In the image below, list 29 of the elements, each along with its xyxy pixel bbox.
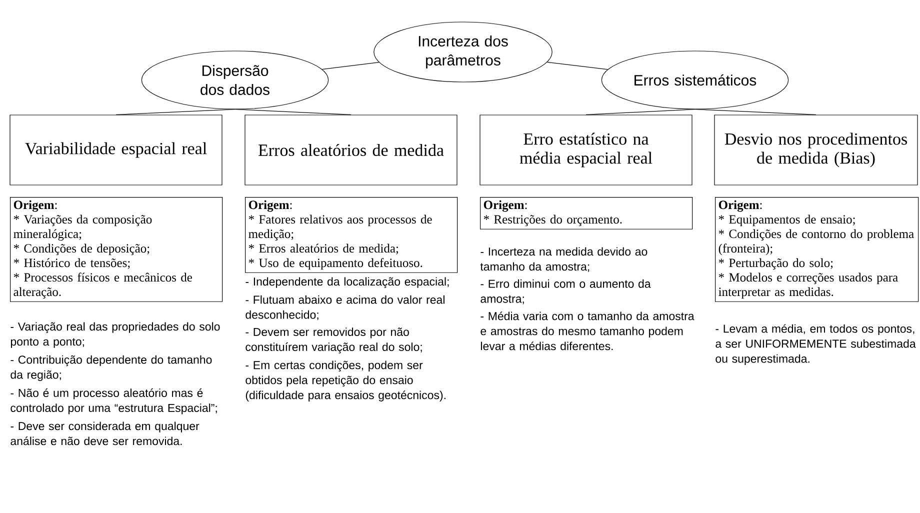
connector-line [234,109,352,115]
bullet-note: - Contribuição dependente do tamanho da região; [10,355,212,382]
connector-line [694,109,816,115]
bullet-note: - Independente da localização espacial; [246,277,449,288]
connector-line [322,62,380,70]
ellipse-node: Incerteza dos parâmetros [374,22,552,82]
origin-box: Origem: * Equipamentos de ensaio; * Condições de contorno do problema (fronteira); * Perturbação do solo; * Modelos e correções usados para interpretar as medidas. [715,197,919,302]
bullet-note: - Devem ser removidos por não constituírem variação real do solo; [246,328,422,354]
origin-box: Origem: * Variações da composição mineralógica; * Condições de deposição; * Histórico de tensões; * Processos físicos e mecânicos de alteração. [10,197,223,302]
bullet-note: - Incerteza na medida devido ao tamanho da amostra; [480,247,648,272]
connector-line [546,62,608,70]
bullet-note: - Deve ser considerada em qualquer análise e não deve ser removida. [10,422,200,446]
category-box: Variabilidade espacial real [10,114,222,186]
ellipse-node: Erros sistemáticos [601,50,789,110]
bullet-note: - Variação real das propriedades do solo ponto a ponto; [10,322,220,348]
connector-line [586,109,696,115]
connector-line [116,109,236,115]
category-box: Erros aleatórios de medida [244,114,458,186]
bullet-note: - Média varia com o tamanho da amostra e amostras do mesmo tamanho podem levar a médias diferentes. [480,312,694,350]
bullet-note: - Flutuam abaixo e acima do valor real desconhecido; [246,295,444,320]
origin-box: Origem: * Restrições do orçamento. [480,197,693,230]
origin-box: Origem: * Fatores relativos aos processos de medição; * Erros aleatórios de medida; * Uso de equipamento defeituoso. [245,197,458,273]
ellipse-node: Dispersão dos dados [141,50,329,110]
category-box: Desvio nos procedimentos de medida (Bias) [714,114,918,186]
bullet-note: - Erro diminui com o aumento da amostra; [480,279,651,304]
bullet-note: - Em certas condições, podem ser obtidos pela repetição do ensaio (dificuldade para ensaios geotécnicos). [246,360,446,402]
bullet-note: - Levam a média, em todos os pontos, a ser UNIFORMEMENTE subestimada ou superestimada. [716,324,916,366]
category-box: Erro estatístico na média espacial real [480,114,692,186]
bullet-note: - Não é um processo aleatório mas é controlado por uma “estrutura Espacial”; [10,388,217,414]
